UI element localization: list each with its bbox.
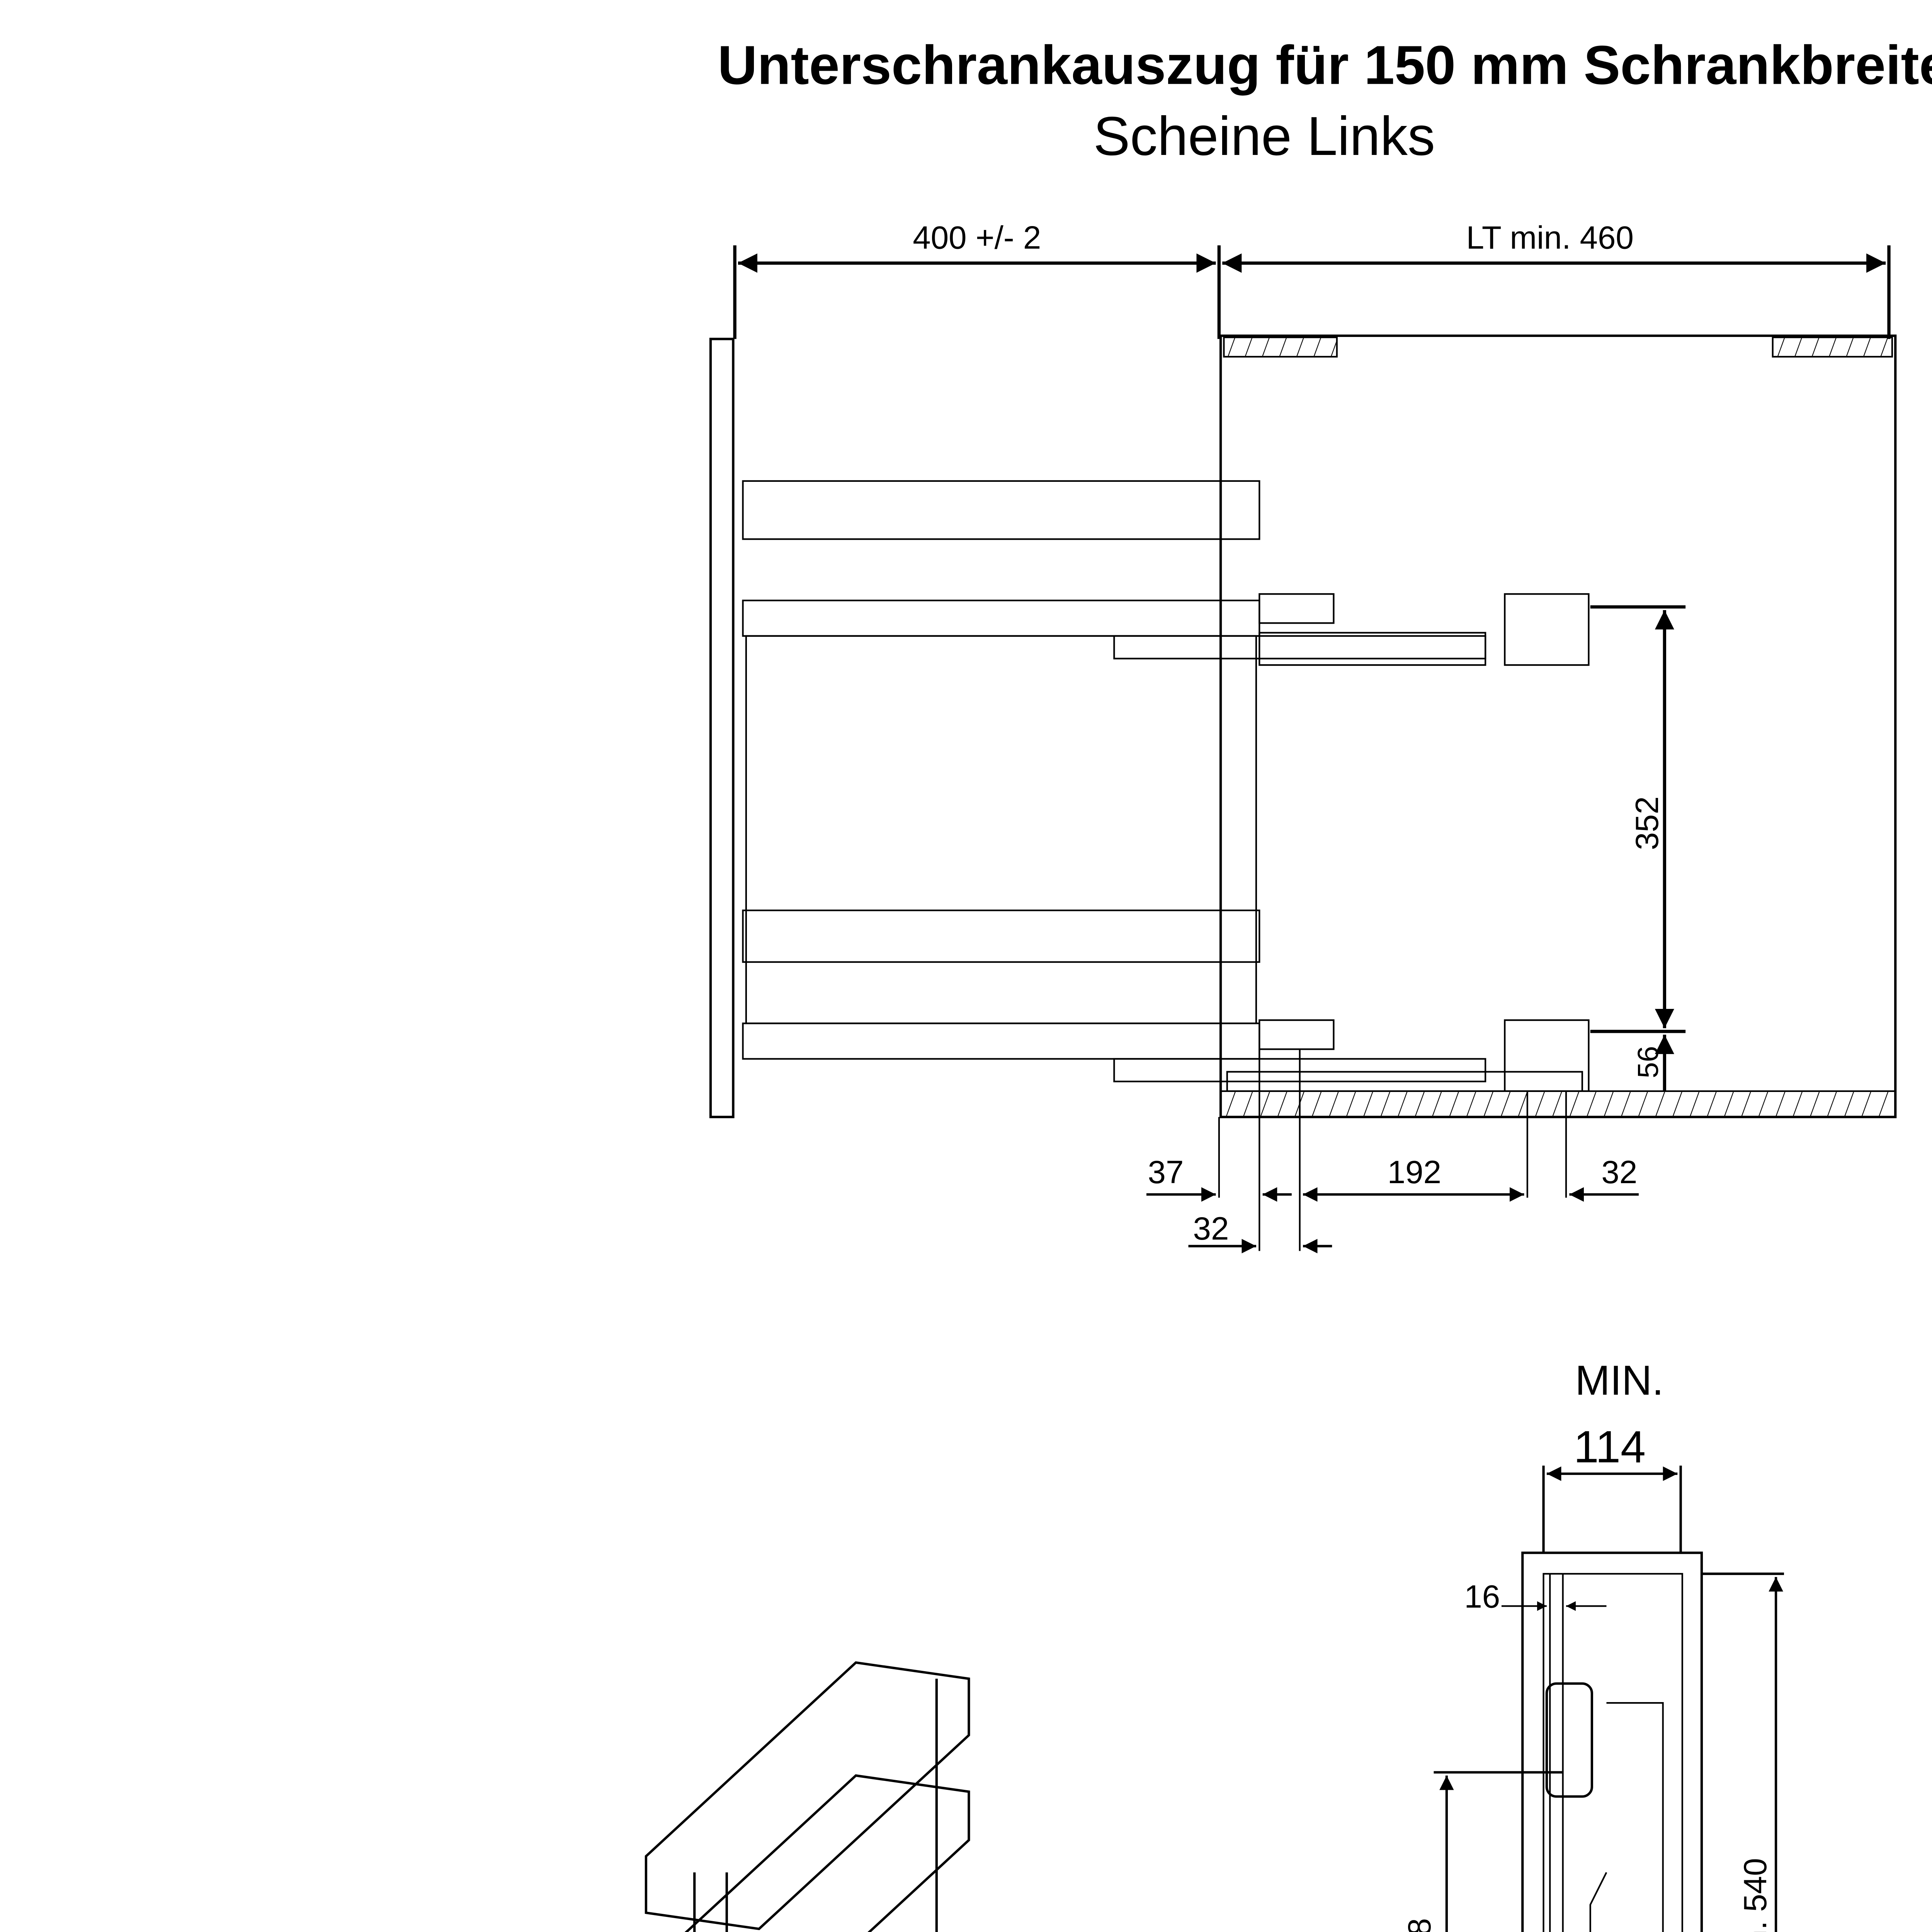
dim-32-right-label: 32 — [1601, 1154, 1637, 1190]
dim-rail-spacing: 352 56 — [1590, 605, 1686, 1091]
dim-288-label: 288 — [1401, 1918, 1437, 1932]
dim-37-label: 37 — [1148, 1154, 1184, 1190]
dim-height-label: LH min. 540 — [1737, 1858, 1773, 1932]
basket-isometric — [645, 1661, 970, 1932]
dim-depth-label: LT min. 460 — [1466, 219, 1634, 255]
dim-32-lower-label: 32 — [1193, 1210, 1229, 1247]
cabinet-outline — [1219, 334, 1897, 1118]
dim-192-label: 192 — [1388, 1154, 1441, 1190]
page-subtitle: Scheine Links — [1094, 105, 1435, 167]
dim-16-top-label: 16 — [1464, 1578, 1500, 1615]
dim-352-label: 352 — [1629, 796, 1665, 850]
pullout-side-view — [709, 338, 1590, 1118]
front-view: MIN. 114 16 288 64 97 LH min. 540 16 — [1401, 1357, 1784, 1932]
dim-bottom: 37 192 32 32 — [1146, 1049, 1639, 1253]
dim-front: 400 +/- 2 LT min. 460 — [733, 219, 1891, 339]
dim-56-label: 56 — [1632, 1046, 1664, 1078]
page-title: Unterschrankauszug für 150 mm Schrankbre… — [718, 34, 1932, 96]
dim-114-label: 114 — [1574, 1422, 1646, 1472]
min-label: MIN. — [1575, 1357, 1663, 1404]
dim-front-label: 400 +/- 2 — [913, 219, 1041, 255]
